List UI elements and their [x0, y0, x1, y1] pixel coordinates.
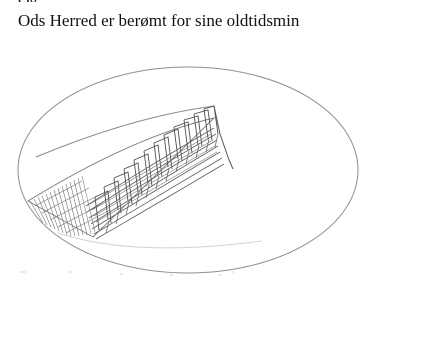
clipped-text-line: Og: [18, 0, 38, 2]
structure-outline: [27, 117, 216, 238]
horizon-curve: [35, 105, 215, 158]
faint-marks: [20, 271, 234, 276]
horizontal-bands: [85, 127, 225, 240]
oval-outline: [17, 66, 359, 274]
dense-hatching: [29, 175, 111, 237]
secondary-rails: [89, 133, 218, 223]
lower-diagonals: [105, 133, 219, 234]
lower-curve: [57, 232, 263, 249]
frame-modules: [94, 105, 219, 231]
right-edge-stubs: [213, 105, 234, 170]
body-text-line: Ods Herred er berømt for sine oldtidsmin: [18, 11, 300, 30]
